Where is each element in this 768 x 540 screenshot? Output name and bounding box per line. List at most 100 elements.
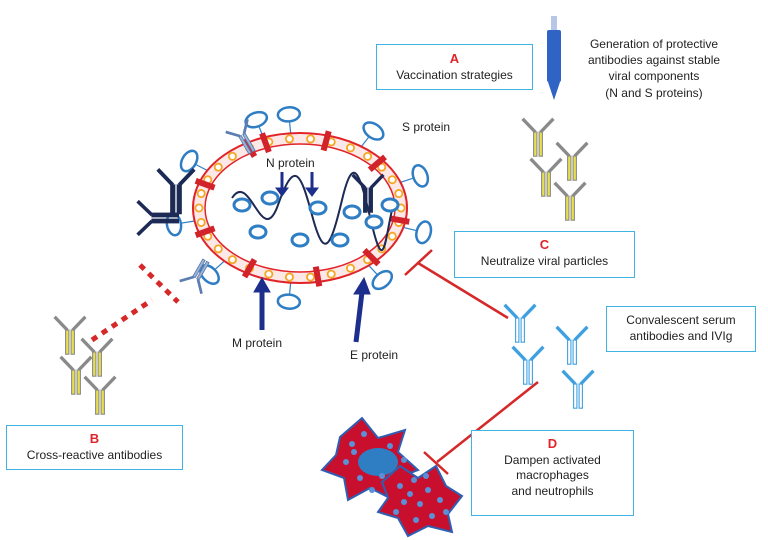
box-d-line-2: macrophages [472,468,633,484]
membrane-bead [229,256,236,263]
membrane-bead [307,135,314,142]
box-convalescent-serum: Convalescent serum antibodies and IVIg [606,306,756,352]
membrane-bead [328,270,335,277]
n-protein-label: N protein [266,156,315,170]
n-protein-ring [366,216,382,228]
n-protein-ring [292,234,308,246]
cross-reactive-dashed-bar [140,265,178,302]
box-a-letter: A [377,51,532,68]
box-d-line-1: Dampen activated [472,453,633,469]
n-protein-ring [332,234,348,246]
cell-granule [417,501,423,507]
cell-granule [423,473,429,479]
cell-granule [397,483,403,489]
cell-granule [437,497,443,503]
cell-granule [357,475,363,481]
n-protein-ring [310,202,326,214]
antibody-icon [505,305,536,342]
box-a-vaccination: A Vaccination strategies [376,44,533,90]
membrane-bead [195,204,202,211]
inhibition-bar-c [405,250,432,275]
vaccine-caption-line-3: viral components [574,68,734,84]
membrane-bead [215,245,222,252]
cell-granule [379,473,385,479]
s-protein-spike [360,119,386,143]
antibody-icon [531,159,562,196]
n-protein-ring [250,226,266,238]
cell-granule [361,431,367,437]
cell-granule [351,449,357,455]
membrane-bead [307,274,314,281]
vaccine-caption: Generation of protective antibodies agai… [574,36,734,101]
box-b-text: Cross-reactive antibodies [27,448,162,462]
vaccine-caption-line-1: Generation of protective [574,36,734,52]
antibody-icon [85,377,116,414]
e-protein-label: E protein [350,348,398,362]
s-protein-spike [277,106,300,122]
cell-granule [411,477,417,483]
n-protein-ring [234,199,250,211]
cell-granule [349,441,355,447]
cell-granule [443,509,449,515]
membrane-bead [364,153,371,160]
box-d-line-3: and neutrophils [472,484,633,500]
box-b-cross-reactive: B Cross-reactive antibodies [6,425,183,470]
s-protein-spike [178,148,201,174]
membrane-bead [347,265,354,272]
antibody-icon [82,339,113,376]
syringe-icon [547,16,561,100]
n-protein-ring [382,199,398,211]
membrane-bead [265,270,272,277]
box-d-dampen: D Dampen activated macrophages and neutr… [471,430,634,516]
box-d-letter: D [472,436,633,453]
e-protein-arrow [354,278,370,342]
s-protein-spike [410,163,431,188]
vaccine-caption-line-2: antibodies against stable [574,52,734,68]
box-c-letter: C [455,237,634,254]
cell-granule [429,513,435,519]
membrane-bead [198,190,205,197]
antibody-icon [55,317,86,354]
membrane-bead [229,153,236,160]
cell-granule [343,459,349,465]
antibody-icon [158,169,194,213]
cell-granule [401,457,407,463]
m-protein-arrow [254,278,270,330]
membrane-bead [215,164,222,171]
s-protein-label: S protein [402,120,450,134]
box-c-neutralize: C Neutralize viral particles [454,231,635,278]
cell-granule [407,491,413,497]
membrane-bead [286,274,293,281]
cell-granule [387,443,393,449]
conv-line-2: antibodies and IVIg [607,329,755,345]
membrane-bead [286,135,293,142]
cell-granule [401,499,407,505]
n-protein-ring [262,192,278,204]
vaccine-caption-line-4: (N and S proteins) [574,85,734,101]
membrane-bead [389,176,396,183]
box-b-letter: B [7,431,182,448]
s-protein-spike [277,294,300,310]
antibody-icon [513,347,544,384]
membrane-bead [198,219,205,226]
antibody-icon [557,143,588,180]
antibody-icon [523,119,554,156]
membrane-bead [347,144,354,151]
antibody-icon [61,357,92,394]
antibody-icon [563,371,594,408]
antibody-icon [555,183,586,220]
cross-reactive-dashed-line [92,300,152,340]
membrane-bead [389,233,396,240]
cell-granule [393,509,399,515]
s-protein-spike [369,268,395,293]
antibody-icon [557,327,588,364]
cell-granule [369,487,375,493]
box-c-text: Neutralize viral particles [481,254,608,268]
cell-granule [425,487,431,493]
membrane-bead [395,190,402,197]
m-protein-label: M protein [232,336,282,350]
n-protein-ring [344,206,360,218]
s-protein-spike [414,220,433,245]
activated-neutrophil-icon [378,466,462,536]
cell-granule [413,517,419,523]
